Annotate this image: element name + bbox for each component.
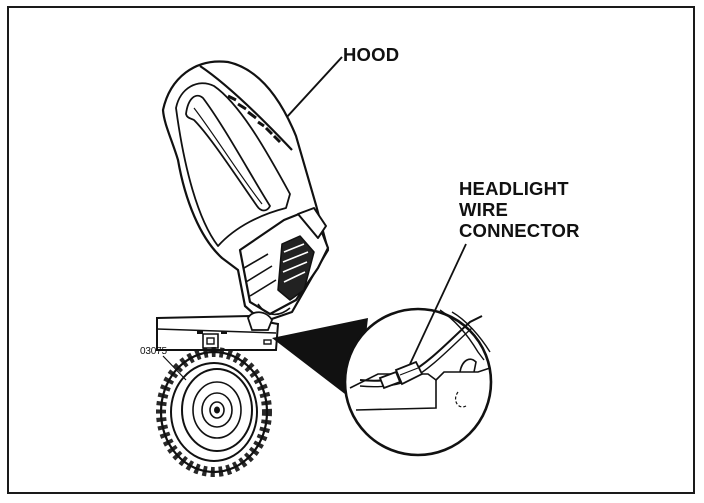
hood-label: HOOD xyxy=(343,44,400,65)
wire-connector-plug xyxy=(378,360,424,390)
hood-illustration xyxy=(161,60,330,324)
headlight-wire-connector-label: HEADLIGHT WIRE CONNECTOR xyxy=(459,178,580,241)
connector-label-line-1: HEADLIGHT xyxy=(459,178,569,199)
magnified-detail-circle xyxy=(343,307,493,457)
part-number: 03075 xyxy=(140,346,167,357)
part-number-leader xyxy=(162,355,187,381)
connector-leader-line xyxy=(409,243,467,365)
connector-label-line-2: WIRE xyxy=(459,199,509,220)
chassis-frame xyxy=(156,311,280,351)
connector-label-line-3: CONNECTOR xyxy=(459,220,580,241)
wheel-illustration xyxy=(156,347,272,477)
hood-leader-line xyxy=(285,56,343,119)
